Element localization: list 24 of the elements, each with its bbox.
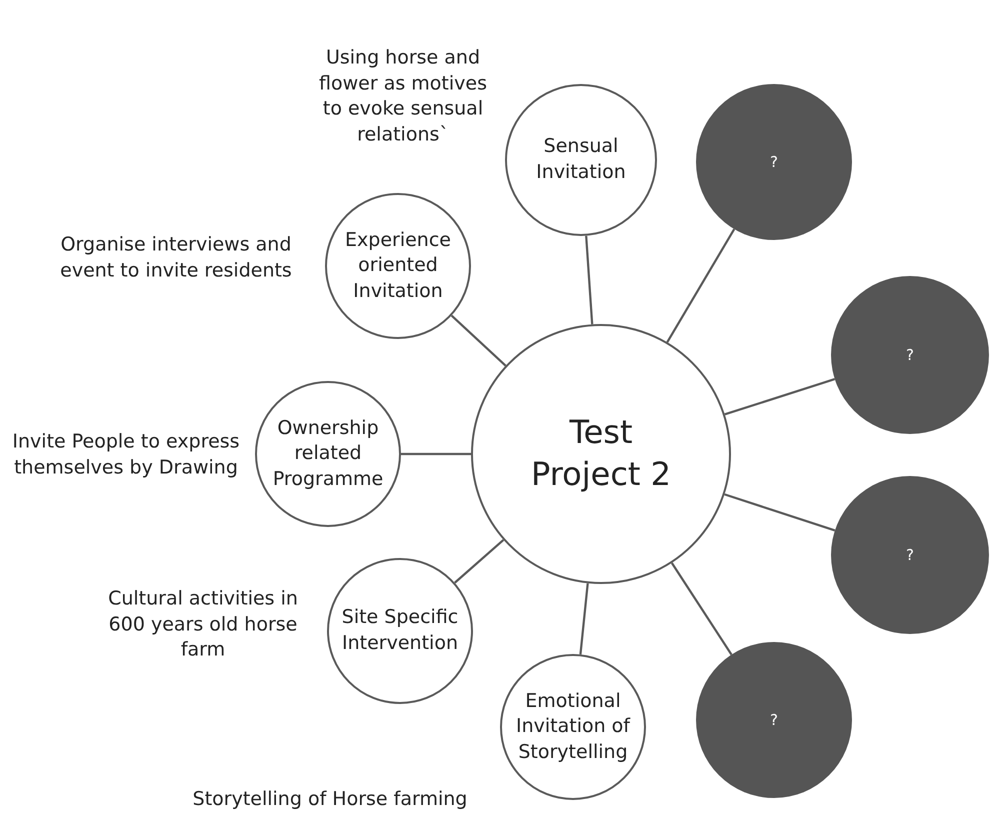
node-label: Test Project 2: [530, 412, 672, 495]
annotation-text: Organise interviews and event to invite residents: [59, 232, 293, 283]
annotation-text: Using horse and flower as motives to evoke sensual relations`: [318, 46, 488, 148]
node-label: Site Specific Intervention: [340, 605, 460, 656]
connector-line: [454, 539, 504, 584]
connector-line: [585, 236, 594, 324]
node-label: ?: [905, 546, 915, 564]
connector-line: [670, 562, 732, 656]
node-label: ?: [769, 711, 779, 729]
connector-line: [401, 452, 471, 456]
connector-line: [724, 493, 836, 532]
node-label: ?: [769, 153, 779, 171]
node-label: Sensual Invitation: [535, 134, 627, 185]
annotation-text: Storytelling of Horse farming: [192, 787, 468, 812]
connector-line: [579, 583, 589, 654]
connector-line: [724, 378, 836, 416]
node-label: Ownership related Programme: [272, 416, 384, 492]
node-label: ?: [905, 346, 915, 364]
annotation-text: Invite People to express themselves by Drawing: [11, 429, 241, 480]
connector-line: [666, 228, 736, 343]
annotation-text: Cultural activities in 600 years old horse farm: [108, 586, 298, 663]
connector-line: [450, 314, 506, 366]
node-label: Emotional Invitation of Storytelling: [514, 688, 632, 765]
node-label: Experience oriented Invitation: [344, 228, 452, 304]
